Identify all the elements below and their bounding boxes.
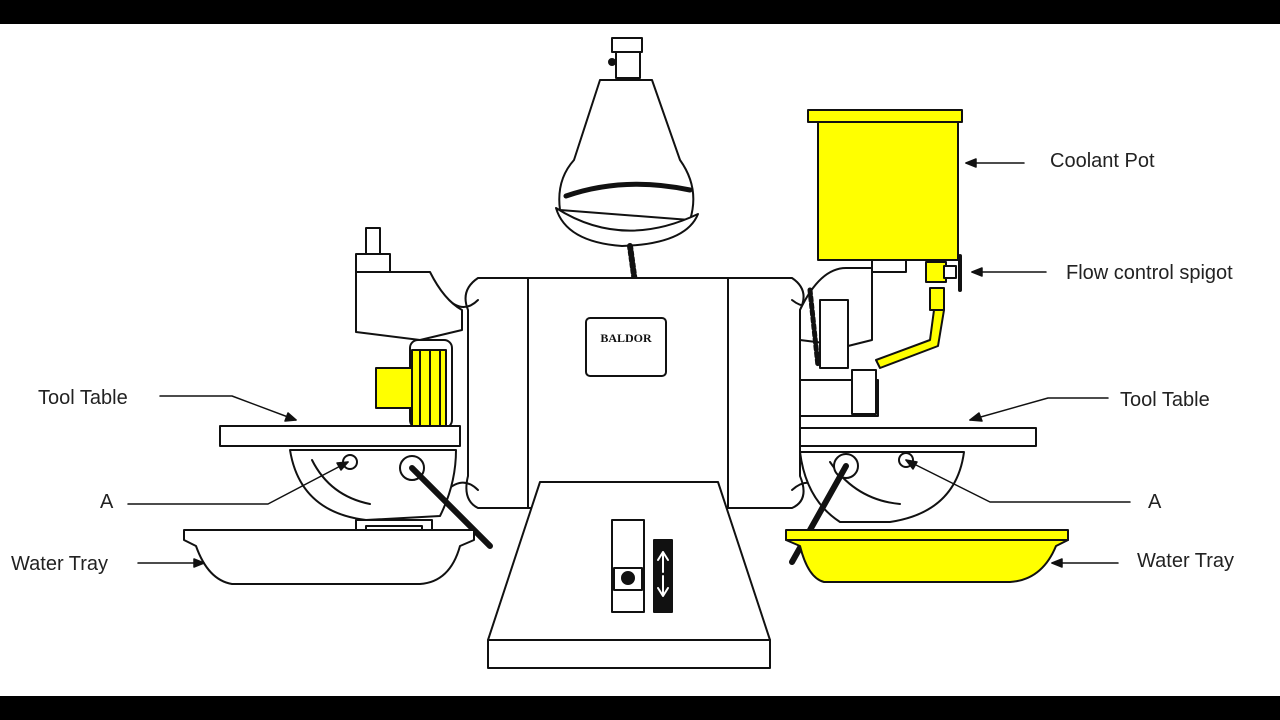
lamp xyxy=(555,37,699,293)
water-tray-left-label: Water Tray xyxy=(11,553,109,575)
coolant-pot xyxy=(807,109,963,273)
flow-control-spigot xyxy=(875,254,962,369)
tool-table-right-label: Tool Table xyxy=(1120,389,1210,411)
flow-control-spigot-label: Flow control spigot xyxy=(1066,262,1233,284)
callout-arrows xyxy=(127,158,1131,568)
pedestal-base xyxy=(487,481,771,669)
right-wheel-guard xyxy=(789,267,965,565)
right-tool-table xyxy=(799,427,1037,447)
a-right-label: A xyxy=(1148,491,1162,513)
tool-table-left-label: Tool Table xyxy=(38,387,128,409)
a-left-label: A xyxy=(100,491,114,513)
water-tray-right-label: Water Tray xyxy=(1137,550,1235,572)
letterbox-bottom xyxy=(0,696,1280,720)
left-water-tray xyxy=(183,529,475,585)
brand-label: BALDOR xyxy=(600,331,652,345)
left-tool-table xyxy=(219,425,461,447)
motor-housing xyxy=(439,277,831,509)
right-water-tray xyxy=(785,529,1069,583)
letterbox-top xyxy=(0,0,1280,24)
left-wheel-guard xyxy=(289,227,493,551)
coolant-pot-label: Coolant Pot xyxy=(1050,150,1155,172)
